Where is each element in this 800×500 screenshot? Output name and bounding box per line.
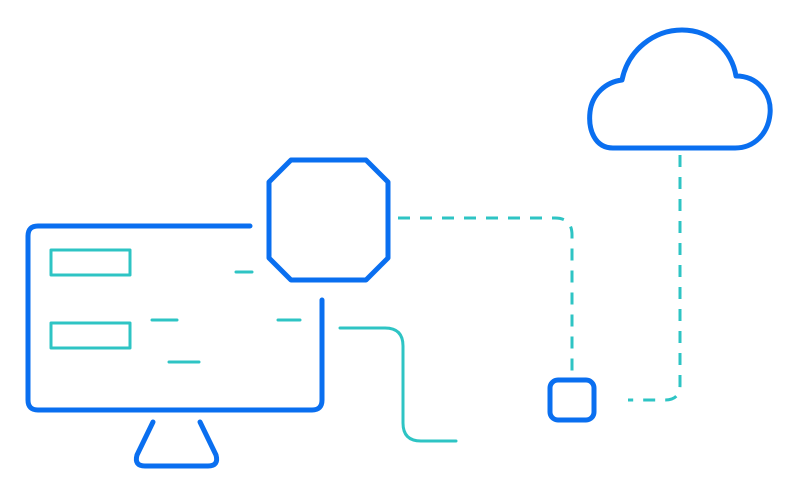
screen-field-1 <box>49 248 132 277</box>
cloud-icon <box>587 27 773 151</box>
monitor-icon <box>25 223 325 413</box>
hub-to-node-connector <box>398 216 574 372</box>
monitor-stand <box>133 419 220 469</box>
screen-field-2 <box>49 321 132 350</box>
monitor-cable <box>338 326 458 443</box>
small-node-icon <box>547 377 597 423</box>
octagon-hub-icon <box>266 157 391 283</box>
cloud-to-node-connector <box>628 155 682 402</box>
